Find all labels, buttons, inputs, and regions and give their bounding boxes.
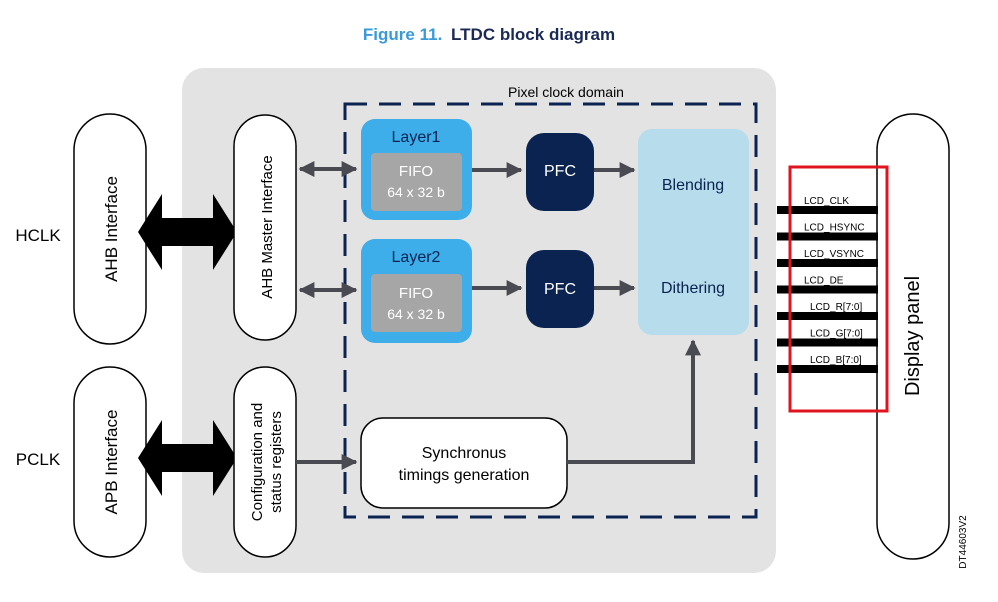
- signal-label-lcd-clk: LCD_CLK: [804, 196, 849, 207]
- figure-title-text: LTDC block diagram: [451, 25, 615, 44]
- blending-dithering-block: [638, 129, 749, 335]
- apb-interface-label: APB Interface: [102, 410, 121, 515]
- signal-label-lcd-hsync: LCD_HSYNC: [804, 223, 865, 234]
- pclk-label: PCLK: [16, 450, 61, 469]
- sync-timings-label-line1: Synchronus: [422, 445, 507, 462]
- pfc1-block: [526, 133, 594, 211]
- signal-bar-lcd-r-7-0: [777, 312, 878, 320]
- pixel-clock-domain-label-bg: [478, 79, 654, 101]
- signal-bar-lcd-vsync: [777, 259, 878, 267]
- pfc2-block: [526, 250, 594, 328]
- signal-label-lcd-b-7-0: LCD_B[7:0]: [810, 355, 862, 366]
- lcd-signals-highlight-box: [788, 165, 889, 413]
- layer2-label: Layer2: [392, 249, 441, 266]
- config-status-registers-label-line1: Configuration and: [249, 403, 266, 521]
- hclk-label: HCLK: [15, 226, 61, 245]
- ahb-bus-arrow: [138, 194, 237, 270]
- pfc2-label: PFC: [544, 281, 576, 298]
- ahb-master-interface-label: AHB Master Interface: [259, 155, 276, 298]
- lcd-signals: LCD_CLK LCD_HSYNC LCD_VSYNC LCD_DE LCD_R[7:0…: [777, 196, 878, 373]
- doc-id-label: DT44603V2: [958, 515, 969, 569]
- layer1-fifo-label: FIFO: [399, 163, 433, 180]
- dithering-label: Dithering: [661, 280, 725, 297]
- config-status-registers-label-line2: status registers: [268, 411, 285, 513]
- signal-bar-lcd-g-7-0: [777, 338, 878, 347]
- pixel-clock-domain-label: Pixel clock domain: [508, 84, 624, 100]
- signal-label-lcd-r-7-0: LCD_R[7:0]: [810, 302, 862, 313]
- pfc1-label: PFC: [544, 163, 576, 180]
- ahb-interface-label: AHB Interface: [102, 176, 121, 282]
- layer2-fifo-label: FIFO: [399, 285, 433, 302]
- signal-bar-lcd-de: [777, 285, 878, 294]
- signal-bar-lcd-b-7-0: [777, 365, 878, 373]
- display-panel-block: [876, 113, 950, 560]
- layer2-fifo-size: 64 x 32 b: [387, 306, 445, 322]
- pixel-clock-domain-boundary: [343, 102, 758, 519]
- figure-number: Figure 11.: [363, 25, 442, 44]
- sync-timings-label-line2: timings generation: [399, 467, 530, 484]
- ahb-master-interface-block: [233, 114, 297, 341]
- apb-bus-arrow: [138, 420, 237, 496]
- sync-timings-block: [360, 417, 568, 509]
- figure-title: Figure 11. LTDC block diagram: [363, 25, 615, 44]
- signal-label-lcd-vsync: LCD_VSYNC: [804, 249, 864, 260]
- arrow-sync-to-blending: [567, 339, 701, 464]
- signal-label-lcd-g-7-0: LCD_G[7:0]: [810, 329, 863, 340]
- layer1-fifo-size: 64 x 32 b: [387, 184, 445, 200]
- blending-label: Blending: [662, 177, 724, 194]
- signal-label-lcd-de: LCD_DE: [804, 276, 844, 287]
- signal-bar-lcd-hsync: [777, 232, 878, 241]
- ltdc-block: [182, 68, 776, 573]
- signal-bar-lcd-clk: [777, 206, 878, 214]
- layer1-label: Layer1: [392, 129, 441, 146]
- display-panel-label: Display panel: [902, 276, 924, 396]
- layer2-fifo-block: [371, 274, 462, 332]
- layer1-fifo-block: [371, 153, 462, 211]
